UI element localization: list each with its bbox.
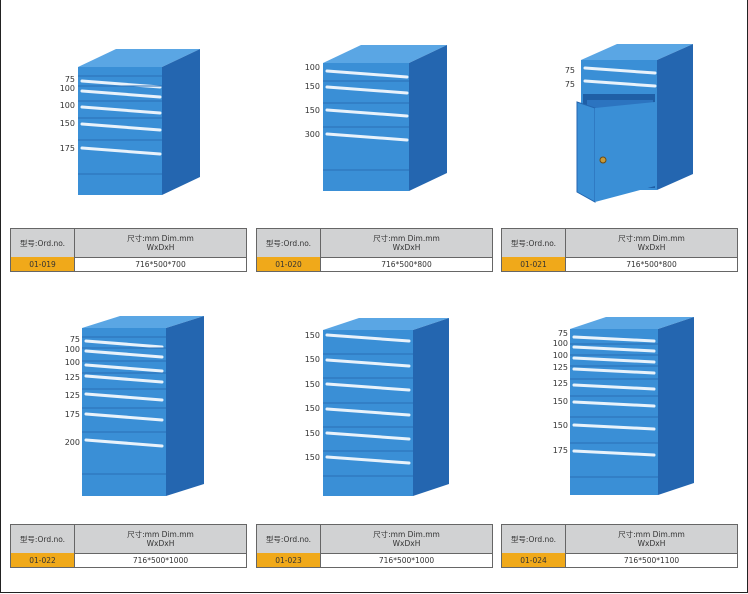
drawer-height-label: 100 [64,358,80,367]
drawer-height-label: 125 [64,373,80,382]
product-dimensions: 716*500*1100 [623,555,680,565]
size-header: 尺寸:mm Dim.mm WxDxH [75,525,246,553]
cabinet-illustration [82,316,206,500]
size-header-sub: WxDxH [392,243,421,252]
size-header: 尺寸:mm Dim.mm WxDxH [75,229,246,257]
drawer-height-label: 75 [69,335,80,344]
spec-header-row [502,525,737,554]
drawer-height-label: 100 [304,63,320,72]
product-code: 01-022 [11,553,75,567]
spec-table: 型号:Ord.no. 尺寸:mm Dim.mm WxDxH 01-020 716… [256,228,493,272]
size-header-label: 尺寸:mm Dim.mm [618,234,685,243]
spec-header-row [502,229,737,258]
cabinet-illustration [576,44,697,204]
drawer-height-label: 175 [64,410,80,419]
drawer-height-label: 150 [304,106,320,115]
product-dimensions: 716*500*1000 [378,555,435,565]
drawer-height-label: 175 [59,144,75,153]
spec-header-row [257,525,492,554]
product-code: 01-023 [257,553,321,567]
drawer-height-label: 150 [552,421,568,430]
drawer-height-label: 125 [64,391,80,400]
drawer-height-label: 75 [64,75,75,84]
model-header: 型号:Ord.no. [502,229,566,257]
drawer-height-label: 125 [552,379,568,388]
size-header-sub: WxDxH [637,539,666,548]
drawer-height-label: 150 [304,355,320,364]
drawer-height-label: 150 [304,82,320,91]
drawer-height-label: 175 [552,446,568,455]
spec-table: 型号:Ord.no. 尺寸:mm Dim.mm WxDxH 01-024 716… [501,524,738,568]
spec-table: 型号:Ord.no. 尺寸:mm Dim.mm WxDxH 01-022 716… [10,524,247,568]
model-header: 型号:Ord.no. [502,525,566,553]
drawer-height-label: 150 [552,397,568,406]
drawer-height-label: 150 [304,404,320,413]
cabinet-illustration [323,318,451,502]
size-header: 尺寸:mm Dim.mm WxDxH [321,525,492,553]
drawer-height-label: 300 [304,130,320,139]
size-header-sub: WxDxH [392,539,421,548]
size-header: 尺寸:mm Dim.mm WxDxH [566,525,737,553]
spec-table: 型号:Ord.no. 尺寸:mm Dim.mm WxDxH 01-019 716… [10,228,247,272]
drawer-height-label: 100 [59,84,75,93]
drawer-height-label: 100 [552,339,568,348]
product-dimensions: 716*500*800 [626,259,677,269]
drawer-height-label: 150 [304,380,320,389]
cabinet-illustration [323,45,447,195]
drawer-height-label: 100 [64,345,80,354]
drawer-height-label: 150 [304,331,320,340]
size-header-sub: WxDxH [637,243,666,252]
product-dimensions: 716*500*700 [135,259,186,269]
drawer-height-label: 150 [59,119,75,128]
drawer-height-label: 150 [304,453,320,462]
size-header-sub: WxDxH [146,243,175,252]
product-code: 01-021 [502,257,566,271]
size-header: 尺寸:mm Dim.mm WxDxH [566,229,737,257]
spec-table: 型号:Ord.no. 尺寸:mm Dim.mm WxDxH 01-021 716… [501,228,738,272]
spec-header-row [11,229,246,258]
drawer-height-label: 150 [304,429,320,438]
model-header: 型号:Ord.no. [11,525,75,553]
drawer-height-label: 125 [552,363,568,372]
cabinet-illustration [78,49,200,199]
spec-header-row [11,525,246,554]
drawer-height-label: 75 [564,66,575,75]
size-header: 尺寸:mm Dim.mm WxDxH [321,229,492,257]
drawer-height-label: 75 [564,80,575,89]
product-code: 01-020 [257,257,321,271]
size-header-label: 尺寸:mm Dim.mm [127,530,194,539]
spec-header-row [257,229,492,258]
drawer-height-label: 200 [64,438,80,447]
cabinet-illustration [570,317,696,501]
spec-table: 型号:Ord.no. 尺寸:mm Dim.mm WxDxH 01-023 716… [256,524,493,568]
product-code: 01-024 [502,553,566,567]
drawer-height-label: 75 [557,329,568,338]
drawer-height-label: 100 [552,351,568,360]
size-header-label: 尺寸:mm Dim.mm [373,530,440,539]
drawer-height-label: 100 [59,101,75,110]
product-dimensions: 716*500*1000 [132,555,189,565]
model-header: 型号:Ord.no. [257,525,321,553]
model-header: 型号:Ord.no. [11,229,75,257]
model-header: 型号:Ord.no. [257,229,321,257]
size-header-sub: WxDxH [146,539,175,548]
size-header-label: 尺寸:mm Dim.mm [618,530,685,539]
size-header-label: 尺寸:mm Dim.mm [373,234,440,243]
product-code: 01-019 [11,257,75,271]
product-dimensions: 716*500*800 [381,259,432,269]
size-header-label: 尺寸:mm Dim.mm [127,234,194,243]
